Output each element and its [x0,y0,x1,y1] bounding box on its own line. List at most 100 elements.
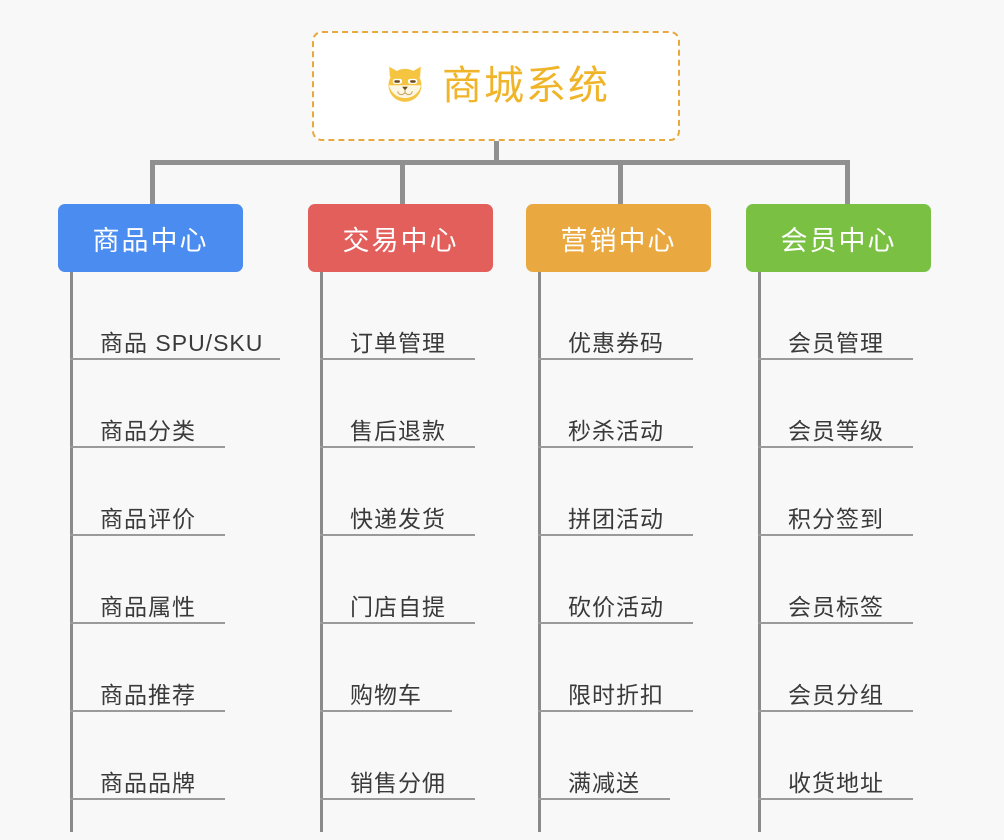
branch-column-4: 会员中心 会员管理 会员等级 积分签到 会员标签 会员分组 [746,204,996,832]
leaf-label: 限时折扣 [568,681,664,708]
leaf-item[interactable]: 会员分组 [746,624,996,712]
leaf-underline [70,622,225,624]
leaf-underline [538,534,693,536]
connector-horizontal-bus [150,160,850,165]
leaf-underline [538,446,693,448]
leaf-underline [758,622,913,624]
leaf-item[interactable]: 限时折扣 [526,624,776,712]
leaf-label: 优惠券码 [568,329,664,356]
trunk-line-3 [538,272,541,832]
leaf-label: 秒杀活动 [568,417,664,444]
leaf-underline [70,710,225,712]
branch-column-3: 营销中心 优惠券码 秒杀活动 拼团活动 砍价活动 限时折扣 [526,204,776,832]
connector-root-stub [494,141,499,163]
leaf-label: 商品评价 [100,505,196,532]
connector-drop-2 [400,160,405,206]
category-header-3[interactable]: 营销中心 [526,204,711,272]
leaf-label: 商品属性 [100,593,196,620]
category-header-1-label: 商品中心 [92,225,209,256]
leaf-underline [320,710,452,712]
leaf-underline [758,710,913,712]
leaf-item[interactable]: 商品评价 [58,448,318,536]
leaf-label: 购物车 [350,681,422,708]
category-header-2[interactable]: 交易中心 [308,204,493,272]
leaf-underline [758,358,913,360]
leaf-label: 销售分佣 [350,769,446,796]
leaf-item[interactable]: 会员管理 [746,272,996,360]
leaf-underline [758,534,913,536]
leaf-underline [538,798,670,800]
leaf-item[interactable]: 砍价活动 [526,536,776,624]
leaf-item[interactable]: 快递发货 [308,448,558,536]
leaf-label: 积分签到 [788,505,884,532]
category-header-2-label: 交易中心 [342,225,459,256]
leaf-underline [320,798,475,800]
leaf-item[interactable]: 积分签到 [746,448,996,536]
leaf-label: 门店自提 [350,593,446,620]
leaf-underline [70,446,225,448]
root-node-shop-system[interactable]: 商城系统 [312,31,680,141]
leaf-item[interactable]: 会员等级 [746,360,996,448]
leaf-item[interactable]: 收货地址 [746,712,996,800]
leaf-underline [758,798,913,800]
leaf-label: 会员等级 [788,417,884,444]
leaf-underline [758,446,913,448]
leaf-item[interactable]: 售后退款 [308,360,558,448]
leaf-underline [70,358,280,360]
leaf-item[interactable]: 会员标签 [746,536,996,624]
leaf-label: 快递发货 [350,505,446,532]
root-node-title: 商城系统 [442,64,610,108]
leaf-list-3: 优惠券码 秒杀活动 拼团活动 砍价活动 限时折扣 满减送 [526,272,776,832]
category-header-1[interactable]: 商品中心 [58,204,243,272]
branch-column-2: 交易中心 订单管理 售后退款 快递发货 门店自提 购物车 [308,204,558,832]
trunk-line-1 [70,272,73,832]
category-header-4-label: 会员中心 [780,225,897,256]
shiba-dog-face-icon [388,66,422,102]
leaf-item[interactable]: 商品推荐 [58,624,318,712]
leaf-item[interactable]: 门店自提 [308,536,558,624]
leaf-item[interactable]: 销售分佣 [308,712,558,800]
connector-drop-1 [150,160,155,206]
leaf-underline [70,798,225,800]
leaf-label: 拼团活动 [568,505,664,532]
leaf-underline [320,622,475,624]
leaf-label: 会员管理 [788,329,884,356]
leaf-label: 砍价活动 [568,593,664,620]
leaf-label: 会员分组 [788,681,884,708]
leaf-label: 会员标签 [788,593,884,620]
connector-drop-3 [618,160,623,206]
leaf-label: 订单管理 [350,329,446,356]
leaf-label: 售后退款 [350,417,446,444]
leaf-label: 收货地址 [788,769,884,796]
leaf-underline [320,358,475,360]
leaf-list-1: 商品 SPU/SKU 商品分类 商品评价 商品属性 商品推荐 商品品牌 [58,272,318,832]
leaf-item[interactable]: 商品 SPU/SKU [58,272,318,360]
leaf-item[interactable]: 优惠券码 [526,272,776,360]
leaf-item[interactable]: 商品品牌 [58,712,318,800]
leaf-item[interactable]: 满减送 [526,712,776,800]
leaf-list-2: 订单管理 售后退款 快递发货 门店自提 购物车 销售分佣 [308,272,558,832]
connector-drop-4 [845,160,850,206]
leaf-underline [538,710,693,712]
leaf-item[interactable]: 购物车 [308,624,558,712]
leaf-item[interactable]: 商品分类 [58,360,318,448]
leaf-label: 商品 SPU/SKU [100,329,264,356]
leaf-label: 商品分类 [100,417,196,444]
leaf-underline [538,622,693,624]
category-header-4[interactable]: 会员中心 [746,204,931,272]
leaf-underline [538,358,693,360]
leaf-item[interactable]: 商品属性 [58,536,318,624]
leaf-label: 满减送 [568,769,640,796]
leaf-underline [70,534,225,536]
leaf-item[interactable]: 订单管理 [308,272,558,360]
leaf-label: 商品品牌 [100,769,196,796]
branch-column-1: 商品中心 商品 SPU/SKU 商品分类 商品评价 商品属性 商品推荐 [58,204,318,832]
leaf-underline [320,534,475,536]
category-header-3-label: 营销中心 [560,225,677,256]
leaf-underline [320,446,475,448]
leaf-label: 商品推荐 [100,681,196,708]
leaf-item[interactable]: 秒杀活动 [526,360,776,448]
leaf-list-4: 会员管理 会员等级 积分签到 会员标签 会员分组 收货地址 [746,272,996,832]
leaf-item[interactable]: 拼团活动 [526,448,776,536]
